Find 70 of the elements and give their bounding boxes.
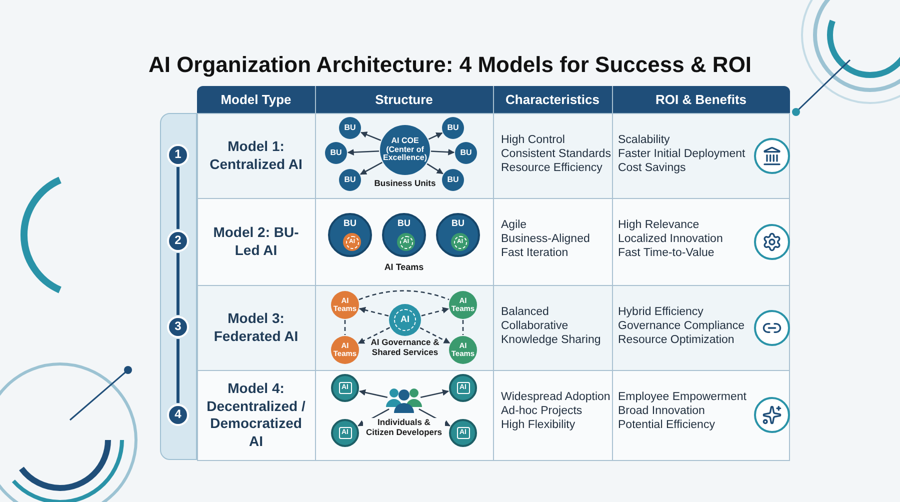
column-header: Characteristics <box>504 90 600 109</box>
list-item: Balanced <box>501 305 549 319</box>
node-label: BU <box>398 219 410 229</box>
node-label: BU <box>447 124 459 132</box>
arrow <box>347 148 380 156</box>
list-item: High Control <box>501 133 565 147</box>
list-item: Business-Aligned <box>501 232 590 246</box>
model-name: Model 3: Federated AI <box>212 310 300 345</box>
arrow <box>420 389 449 398</box>
node-label: BU <box>344 219 356 229</box>
node-label: BU <box>344 176 356 184</box>
node-label: BU <box>344 124 356 132</box>
title: AI Organization Architecture: 4 Models for Success & ROI <box>147 51 753 79</box>
node-caption: Individuals & Citizen Developers <box>363 418 445 438</box>
list-item: Resource Optimization <box>618 333 734 347</box>
connector-line <box>176 253 180 315</box>
list-item: Potential Efficiency <box>618 418 715 432</box>
model-name: Model 2: BU-Led AI <box>212 224 300 259</box>
list-item: Scalability <box>618 133 670 147</box>
node-label: BU <box>447 176 459 184</box>
arrow <box>426 163 444 174</box>
arrow <box>360 162 382 175</box>
node-label: 3 <box>174 320 182 334</box>
list-item: Fast Time-to-Value <box>618 246 714 260</box>
list-item: Hybrid Efficiency <box>618 305 704 319</box>
model-name: Model 4: Decentralized / Democratized AI <box>206 380 306 450</box>
arrow <box>358 306 389 316</box>
list-item: Collaborative <box>501 319 568 333</box>
node-caption: AI Governance & Shared Services <box>370 338 440 358</box>
list-item: Fast Iteration <box>501 246 568 260</box>
list-item: Ad-hoc Projects <box>501 404 582 418</box>
list-item: Employee Empowerment <box>618 390 746 404</box>
connector-line <box>344 320 346 335</box>
node-label: 4 <box>174 408 182 422</box>
connector-line <box>462 320 464 335</box>
list-item: Agile <box>501 218 527 232</box>
connector-line <box>358 290 450 300</box>
node-label: 2 <box>174 234 182 248</box>
node-label: BU <box>460 148 472 158</box>
column-header: Structure <box>374 90 434 109</box>
arrow <box>428 132 443 140</box>
arrow <box>420 327 450 344</box>
list-item: Knowledge Sharing <box>501 333 601 347</box>
arrow <box>421 307 450 316</box>
list-item: Governance Compliance <box>618 319 745 333</box>
list-item: Localized Innovation <box>618 232 723 246</box>
list-item: High Relevance <box>618 218 700 232</box>
node-caption: Business Units <box>373 179 437 189</box>
arrow <box>358 327 390 344</box>
column-header: Model Type <box>220 90 292 109</box>
list-item: Resource Efficiency <box>501 161 602 175</box>
list-item: High Flexibility <box>501 418 576 432</box>
arrow <box>430 148 455 156</box>
arrow <box>360 132 382 141</box>
connector-line <box>176 167 180 229</box>
list-item: Faster Initial Deployment <box>618 147 746 161</box>
node-label: 1 <box>174 148 182 162</box>
list-item: Widespread Adoption <box>501 390 610 404</box>
model-name: Model 1: Centralized AI <box>208 138 304 173</box>
node-label: BU <box>452 219 464 229</box>
column-header: ROI & Benefits <box>654 90 748 109</box>
connector-line <box>176 339 180 403</box>
list-item: Consistent Standards <box>501 147 611 161</box>
arrow <box>359 389 388 398</box>
list-item: Cost Savings <box>618 161 686 175</box>
list-item: Broad Innovation <box>618 404 705 418</box>
node-label: BU <box>330 148 342 158</box>
ai-label: AI <box>394 309 416 331</box>
node-label: AI COE (Center of Excellence) <box>382 136 428 164</box>
group-caption: AI Teams <box>383 261 425 274</box>
